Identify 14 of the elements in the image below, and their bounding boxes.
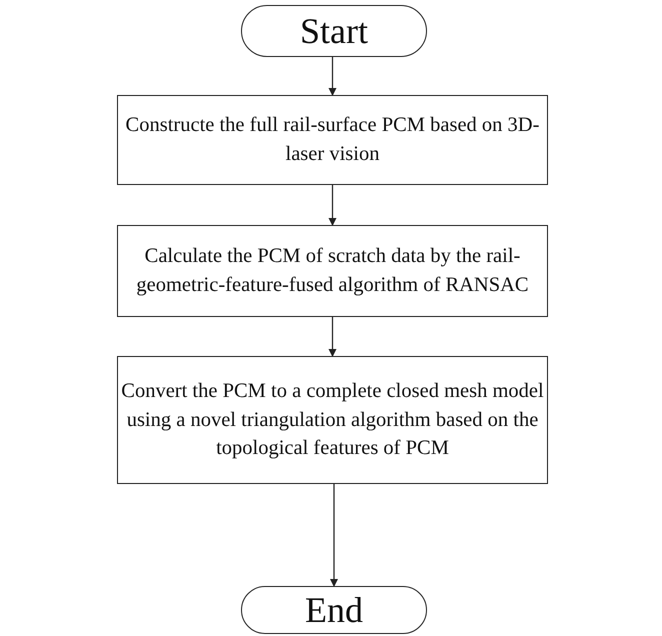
arrow <box>328 317 336 357</box>
process-box <box>117 356 548 484</box>
node-text: Start <box>300 10 368 53</box>
node-text: End <box>305 588 363 632</box>
node-text: Convert the PCM to a complete closed mesh model using a novel triangulation algorithm based on the topological features of PCM <box>121 378 544 462</box>
arrow <box>328 185 336 226</box>
arrow <box>328 57 336 96</box>
node-text: Constructe the full rail-surface PCM based on 3D-laser vision <box>124 113 540 167</box>
terminal-box <box>241 5 427 57</box>
node-text: Calculate the PCM of scratch data by the rail-geometric-feature-fused algorithm of RANSAC <box>135 244 530 298</box>
process-box <box>117 95 548 185</box>
process-box <box>117 225 548 317</box>
terminal-box <box>241 586 427 634</box>
arrow <box>330 484 338 587</box>
